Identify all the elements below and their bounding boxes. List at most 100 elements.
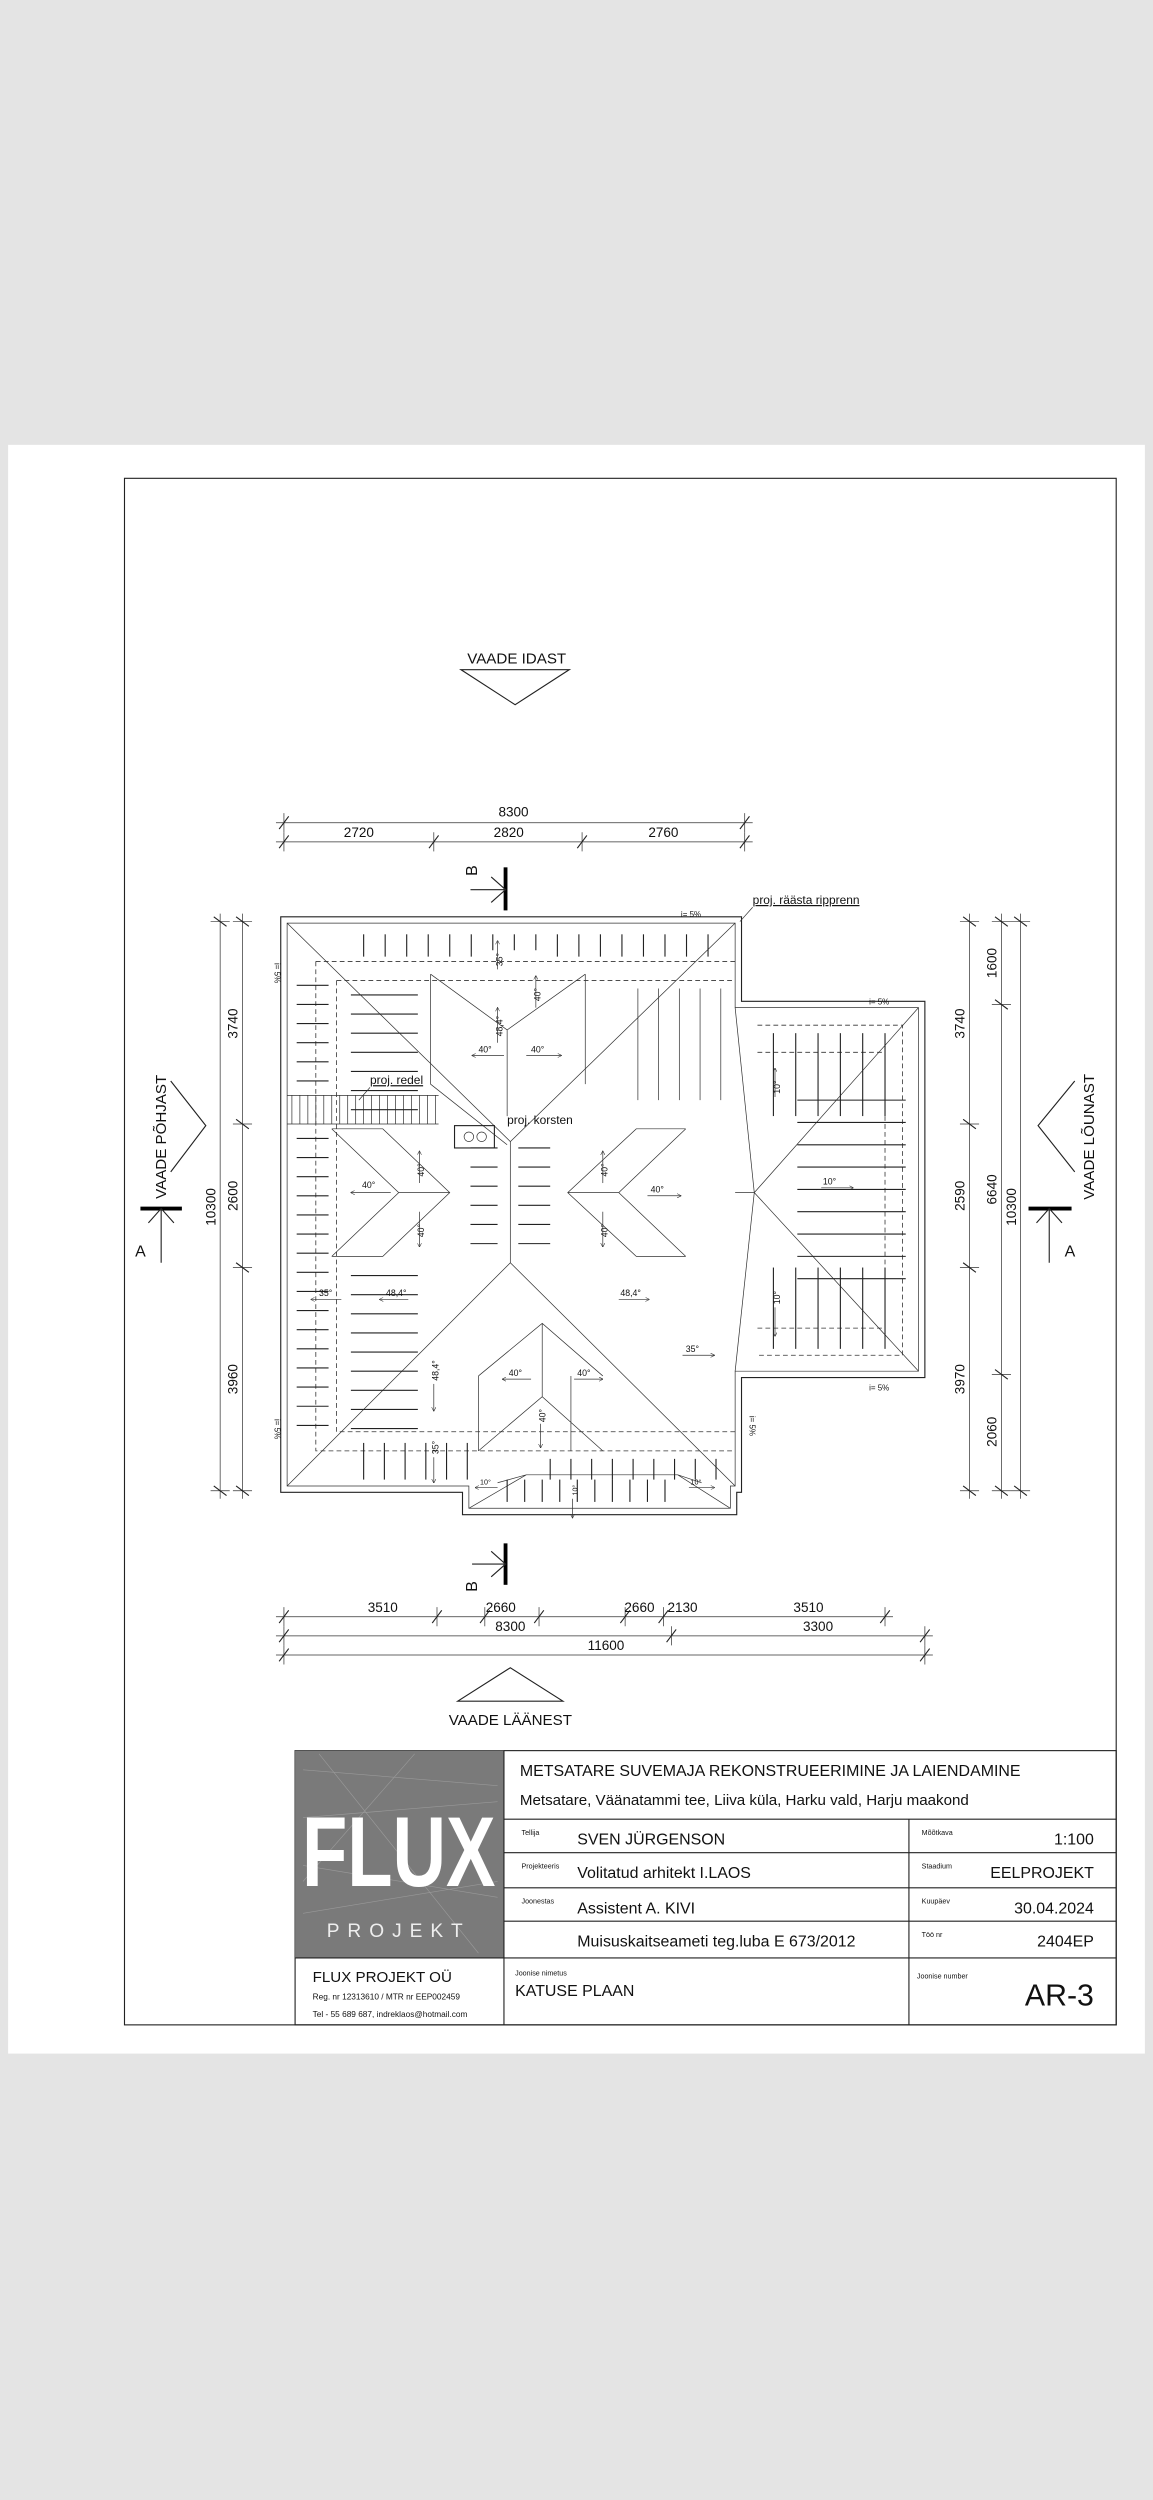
slope-pct-label: i= 5% xyxy=(272,1419,281,1439)
section-marker-a-right: A xyxy=(1028,1206,1076,1263)
svg-text:Kuupäev: Kuupäev xyxy=(922,1898,951,1906)
svg-text:Joonise nimetus: Joonise nimetus xyxy=(515,1969,567,1977)
svg-text:3740: 3740 xyxy=(953,1009,968,1039)
svg-text:Tel - 55 689 687, indreklaos@h: Tel - 55 689 687, indreklaos@hotmail.com xyxy=(313,2009,468,2019)
dimension-tick xyxy=(1013,916,1028,927)
svg-text:2404EP: 2404EP xyxy=(1037,1934,1094,1951)
svg-text:40°: 40° xyxy=(600,1163,610,1176)
svg-text:3510: 3510 xyxy=(368,1600,398,1615)
dimension-tick xyxy=(235,916,250,927)
svg-text:48,4°: 48,4° xyxy=(494,1016,504,1037)
svg-text:6640: 6640 xyxy=(985,1174,1000,1204)
svg-text:35°: 35° xyxy=(686,1344,699,1354)
svg-text:8300: 8300 xyxy=(498,804,528,819)
roof-plan xyxy=(280,916,926,1516)
dimension-tick xyxy=(994,999,1009,1010)
dimension-tick xyxy=(431,1609,443,1624)
svg-text:PROJEKT: PROJEKT xyxy=(327,1921,471,1942)
slope-arrows xyxy=(311,941,853,1518)
svg-text:11600: 11600 xyxy=(588,1638,625,1653)
dimension-tick xyxy=(1013,1485,1028,1496)
svg-text:3740: 3740 xyxy=(226,1009,241,1039)
svg-text:Staadium: Staadium xyxy=(922,1863,952,1871)
svg-text:3960: 3960 xyxy=(226,1364,241,1394)
svg-text:Volitatud arhitekt I.LAOS: Volitatud arhitekt I.LAOS xyxy=(577,1865,751,1882)
dimension-tick xyxy=(994,1485,1009,1496)
svg-text:METSATARE SUVEMAJA REKONSTRUEE: METSATARE SUVEMAJA REKONSTRUEERIMINE JA … xyxy=(520,1763,1021,1780)
paper xyxy=(8,444,1145,2054)
slope-pct-label: i= 5% xyxy=(747,1416,756,1436)
dimension-tick xyxy=(278,835,290,849)
svg-text:1:100: 1:100 xyxy=(1054,1832,1094,1849)
svg-text:2130: 2130 xyxy=(667,1600,697,1615)
svg-text:3970: 3970 xyxy=(953,1364,968,1394)
view-label-west: VAADE LÄÄNEST xyxy=(449,1712,572,1729)
svg-text:SVEN JÜRGENSON: SVEN JÜRGENSON xyxy=(577,1831,725,1849)
svg-text:10°: 10° xyxy=(772,1081,782,1094)
slope-pct-label: i= 5% xyxy=(869,997,889,1006)
slope-pct-label: i= 5% xyxy=(681,910,701,919)
svg-text:48,4°: 48,4° xyxy=(386,1288,407,1298)
svg-text:Metsatare, Väänatammi tee, Lii: Metsatare, Väänatammi tee, Liiva küla, H… xyxy=(520,1792,969,1809)
dimension-tick xyxy=(962,1485,977,1496)
svg-text:Reg. nr 12313610 / MTR nr EEP0: Reg. nr 12313610 / MTR nr EEP002459 xyxy=(313,1991,461,2001)
dimension-tick xyxy=(235,1118,250,1130)
view-marker-south xyxy=(1037,1080,1076,1173)
svg-text:10°: 10° xyxy=(690,1478,701,1486)
svg-text:Projekteeris: Projekteeris xyxy=(521,1863,559,1871)
svg-text:B: B xyxy=(464,1581,481,1592)
svg-text:35°: 35° xyxy=(494,953,504,966)
dimension-tick xyxy=(576,835,588,849)
slope-pct-label: i= 5% xyxy=(869,1383,889,1392)
svg-text:2760: 2760 xyxy=(648,825,678,840)
dimension-tick xyxy=(428,835,440,849)
dimension-tick xyxy=(213,916,227,927)
svg-text:40°: 40° xyxy=(509,1368,522,1378)
dimension-tick xyxy=(739,835,750,849)
svg-text:40°: 40° xyxy=(651,1185,664,1195)
svg-text:48,4°: 48,4° xyxy=(431,1360,441,1381)
dimension-tick xyxy=(962,1262,977,1273)
svg-text:AR-3: AR-3 xyxy=(1025,1980,1094,2013)
dimension-tick xyxy=(235,1485,250,1496)
svg-text:2590: 2590 xyxy=(953,1181,968,1211)
svg-text:Joonise number: Joonise number xyxy=(917,1973,969,1981)
section-marker-b-top: B xyxy=(464,865,508,911)
svg-text:Mõõtkava: Mõõtkava xyxy=(922,1829,953,1837)
svg-text:2720: 2720 xyxy=(344,825,374,840)
svg-text:40°: 40° xyxy=(531,1044,544,1054)
svg-text:8300: 8300 xyxy=(495,1619,525,1634)
svg-text:FLUX PROJEKT OÜ: FLUX PROJEKT OÜ xyxy=(313,1968,452,1986)
dimension-tick xyxy=(213,1485,227,1496)
svg-text:FLUX: FLUX xyxy=(302,1797,496,1908)
ladder xyxy=(287,1094,439,1125)
svg-text:Muisuskaitseameti teg.luba E 6: Muisuskaitseameti teg.luba E 673/2012 xyxy=(577,1934,855,1951)
dimension-tick xyxy=(278,1629,290,1643)
dimension-tick xyxy=(658,1609,669,1624)
view-marker-north xyxy=(170,1080,207,1173)
dimension-tick xyxy=(879,1609,891,1624)
dimension-labels: 8300 2720 2820 2760 10300 3740 2600 3960… xyxy=(203,804,1018,1653)
svg-text:Joonestas: Joonestas xyxy=(521,1898,554,1906)
svg-text:10300: 10300 xyxy=(203,1188,218,1226)
note-gutter: proj. räästa ripprenn xyxy=(753,893,860,907)
dimension-tick xyxy=(533,1609,545,1624)
svg-text:10°: 10° xyxy=(480,1478,491,1486)
section-marker-b-bottom: B xyxy=(464,1543,508,1592)
svg-text:48,4°: 48,4° xyxy=(620,1288,641,1298)
dimension-tick xyxy=(962,916,977,927)
svg-text:2820: 2820 xyxy=(494,825,524,840)
dimension-tick xyxy=(278,815,290,830)
dimension-tick xyxy=(919,1648,931,1662)
slope-pct-label: i= 5% xyxy=(272,963,281,983)
dimension-tick xyxy=(278,1648,290,1662)
view-marker-east xyxy=(459,669,572,706)
svg-text:40°: 40° xyxy=(478,1044,491,1054)
dimension-tick xyxy=(235,1262,250,1273)
svg-text:10300: 10300 xyxy=(1004,1188,1019,1226)
svg-text:2060: 2060 xyxy=(985,1417,1000,1447)
dimension-tick xyxy=(994,1369,1009,1380)
svg-text:40°: 40° xyxy=(416,1163,426,1176)
svg-text:Töö nr: Töö nr xyxy=(922,1931,943,1939)
